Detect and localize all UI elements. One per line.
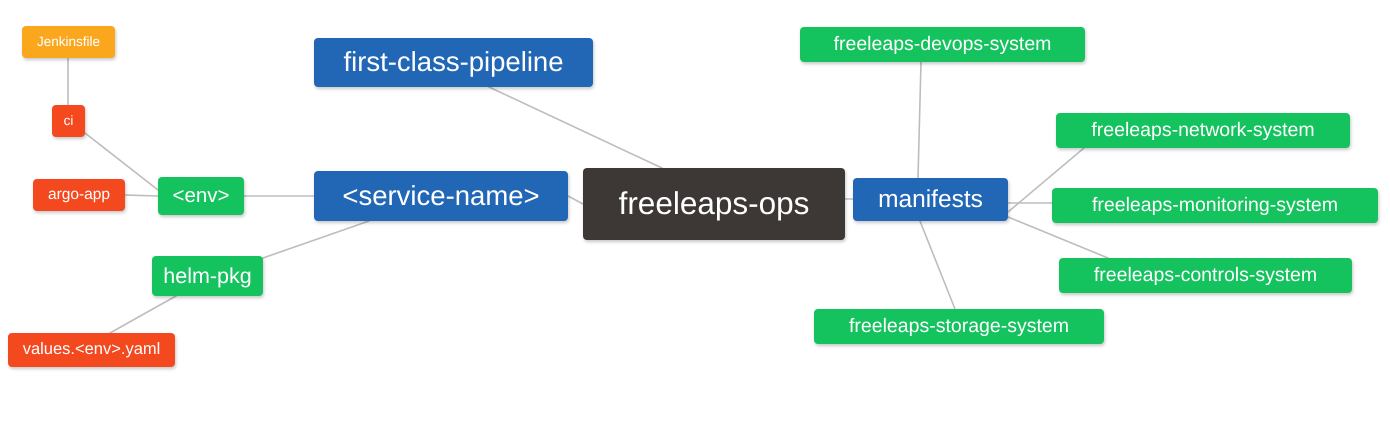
node-label: argo-app — [47, 185, 111, 203]
node-label: freeleaps-monitoring-system — [1091, 194, 1338, 217]
node-label: manifests — [878, 185, 983, 213]
node-freeleaps-devops-system[interactable]: freeleaps-devops-system — [800, 27, 1085, 62]
node-label: ci — [63, 112, 74, 128]
node-env[interactable]: <env> — [158, 177, 244, 215]
node-freeleaps-ops-root[interactable]: freeleaps-ops — [583, 168, 845, 240]
edge-service-name-to-helm-pkg — [262, 220, 370, 259]
edge-manifests-to-storage-system — [919, 220, 956, 310]
node-ci[interactable]: ci — [52, 105, 85, 137]
node-label: values.<env>.yaml — [22, 340, 161, 359]
node-label: freeleaps-devops-system — [833, 33, 1052, 56]
node-freeleaps-storage-system[interactable]: freeleaps-storage-system — [814, 309, 1104, 344]
node-label: freeleaps-network-system — [1091, 119, 1315, 142]
edge-manifests-to-controls-system — [1007, 216, 1109, 259]
edge-service-name-to-freeleaps-ops — [567, 195, 584, 205]
node-values-yaml[interactable]: values.<env>.yaml — [8, 333, 175, 367]
node-label: freeleaps-storage-system — [848, 315, 1069, 338]
edge-manifests-to-devops-system — [917, 61, 922, 179]
node-service-name[interactable]: <service-name> — [314, 171, 568, 221]
node-freeleaps-controls-system[interactable]: freeleaps-controls-system — [1059, 258, 1352, 293]
edge-helm-pkg-to-values-yaml — [109, 295, 177, 334]
edge-first-class-pipeline-to-freeleaps-ops — [488, 86, 663, 169]
node-label: <env> — [172, 184, 230, 208]
node-label: helm-pkg — [163, 263, 252, 288]
edge-argo-app-to-env — [124, 194, 159, 197]
node-label: freeleaps-controls-system — [1093, 264, 1318, 287]
node-label: Jenkinsfile — [36, 33, 101, 49]
node-label: freeleaps-ops — [618, 185, 810, 222]
node-helm-pkg[interactable]: helm-pkg — [152, 256, 263, 296]
node-freeleaps-monitoring-system[interactable]: freeleaps-monitoring-system — [1052, 188, 1378, 223]
node-argo-app[interactable]: argo-app — [33, 179, 125, 211]
node-first-class-pipeline[interactable]: first-class-pipeline — [314, 38, 593, 87]
node-label: <service-name> — [342, 179, 540, 211]
node-label: first-class-pipeline — [343, 46, 564, 78]
node-manifests[interactable]: manifests — [853, 178, 1008, 221]
node-jenkinsfile[interactable]: Jenkinsfile — [22, 26, 115, 58]
node-freeleaps-network-system[interactable]: freeleaps-network-system — [1056, 113, 1350, 148]
